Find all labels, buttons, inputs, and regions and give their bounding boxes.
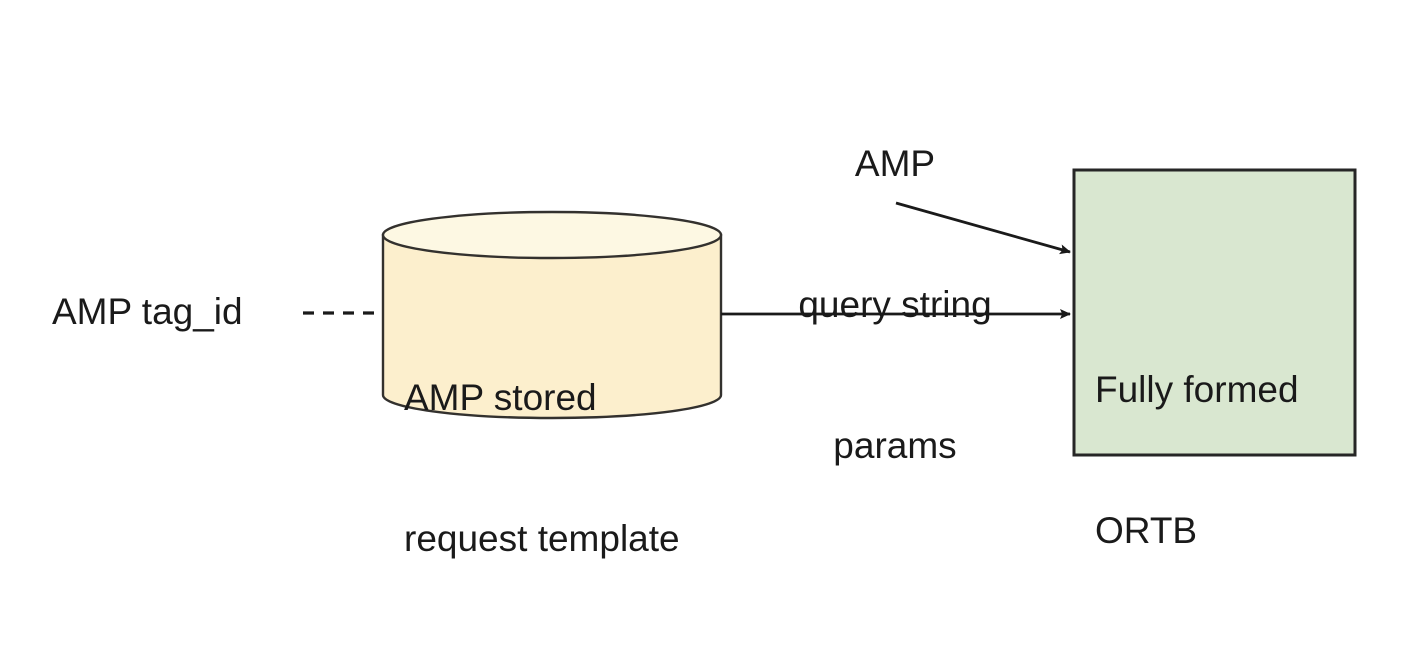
- label-line-3: params: [833, 425, 957, 466]
- label-line-1: AMP: [854, 143, 936, 184]
- label-line-2: query string: [798, 284, 992, 325]
- label-line-2: ORTB: [1095, 510, 1198, 551]
- diagram-canvas: cylinder --> ORTB box --> ORTB box --> A…: [52, 143, 1357, 559]
- diagram-shapes-layer: cylinder --> ORTB box --> ORTB box -->: [303, 168, 1357, 457]
- label-amp-query-string-params: AMP query string params: [795, 46, 995, 563]
- cylinder-shape-amp-stored-request-template[interactable]: [381, 210, 723, 420]
- rect-shape-fully-formed-ortb[interactable]: [1072, 168, 1357, 457]
- label-amp-tag-id: AMP tag_id: [52, 291, 243, 332]
- label-fully-formed-ortb: Fully formed ORTB: [1095, 272, 1299, 648]
- label-line-1: Fully formed: [1095, 369, 1299, 410]
- label-line-2: request template: [404, 518, 680, 559]
- label-line-1: AMP stored: [404, 377, 597, 418]
- label-amp-stored-request-template: AMP stored request template: [404, 280, 680, 656]
- edge-params-to-ortb: [895, 201, 1071, 255]
